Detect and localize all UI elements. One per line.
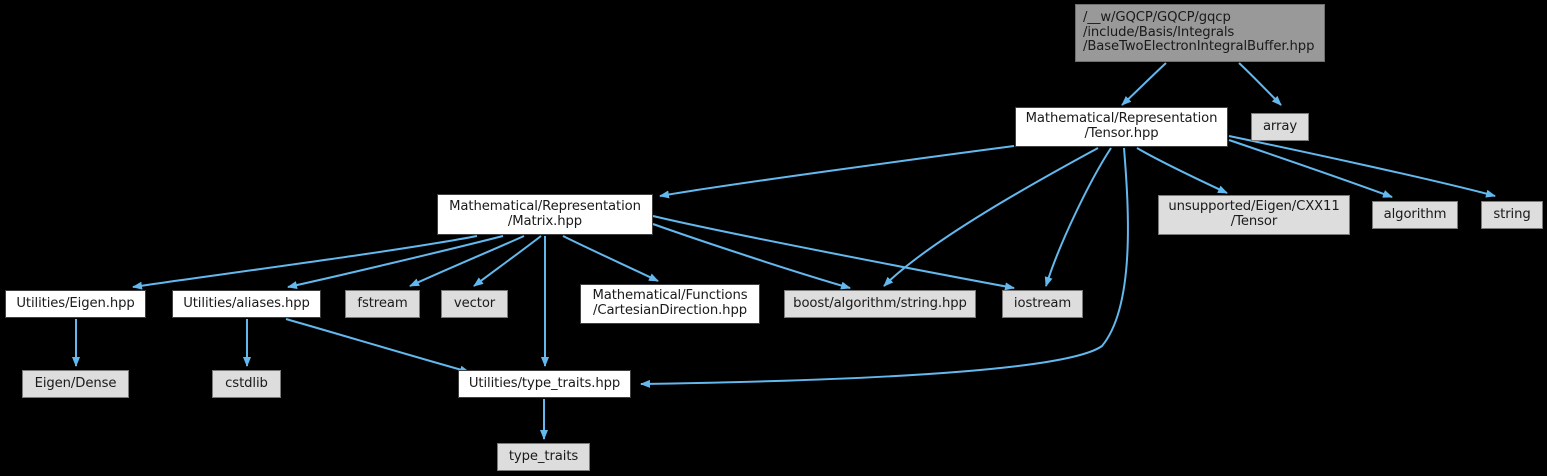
edge-matrix_hpp-to-utilities_aliases_hpp xyxy=(287,235,504,289)
graph-node-label: fstream xyxy=(357,295,408,311)
edge-matrix_hpp-to-boost_string_hpp xyxy=(652,223,851,290)
graph-node-root[interactable]: /__w/GQCP/GQCP/gqcp /include/Basis/Integ… xyxy=(1075,4,1325,62)
graph-node-vector[interactable]: vector xyxy=(441,290,508,318)
graph-node-fstream[interactable]: fstream xyxy=(345,290,420,318)
graph-node-label: iostream xyxy=(1013,295,1072,311)
edge-tensor_hpp-to-type_traits_hpp xyxy=(640,147,1129,388)
graph-node-label: Mathematical/Functions /CartesianDirecti… xyxy=(592,288,748,318)
graph-node-label: string xyxy=(1493,206,1531,222)
graph-node-label: /__w/GQCP/GQCP/gqcp /include/Basis/Integ… xyxy=(1083,9,1315,55)
edge-root-to-array xyxy=(1238,62,1282,106)
graph-node-label: vector xyxy=(453,295,496,311)
graph-node-matrix_hpp[interactable]: Mathematical/Representation /Matrix.hpp xyxy=(437,194,653,235)
edge-matrix_hpp-to-iostream xyxy=(652,215,1015,291)
edge-matrix_hpp-to-fstream xyxy=(409,235,525,287)
graph-node-type_traits[interactable]: type_traits xyxy=(497,443,590,471)
graph-node-label: boost/algorithm/string.hpp xyxy=(793,295,967,311)
graph-node-label: type_traits xyxy=(508,448,579,464)
graph-node-label: Mathematical/Representation /Matrix.hpp xyxy=(449,198,641,229)
graph-node-label: cstdlib xyxy=(225,375,268,391)
graph-node-label: unsupported/Eigen/CXX11 /Tensor xyxy=(1168,199,1340,229)
graph-node-iostream[interactable]: iostream xyxy=(1002,290,1083,318)
graph-node-type_traits_hpp[interactable]: Utilities/type_traits.hpp xyxy=(458,370,631,398)
graph-node-boost_string_hpp[interactable]: boost/algorithm/string.hpp xyxy=(784,290,976,318)
graph-node-eigen_cxx11_tensor[interactable]: unsupported/Eigen/CXX11 /Tensor xyxy=(1158,195,1350,235)
graph-node-utilities_eigen_hpp[interactable]: Utilities/Eigen.hpp xyxy=(5,290,146,318)
edge-tensor_hpp-to-algorithm xyxy=(1228,139,1393,198)
edge-tensor_hpp-to-boost_string_hpp xyxy=(883,147,1099,287)
edge-matrix_hpp-to-vector xyxy=(473,235,542,287)
graph-node-utilities_aliases_hpp[interactable]: Utilities/aliases.hpp xyxy=(172,290,321,318)
edge-tensor_hpp-to-matrix_hpp xyxy=(659,145,1015,199)
edge-tensor_hpp-to-eigen_cxx11_tensor xyxy=(1136,147,1228,194)
edge-matrix_hpp-to-utilities_eigen_hpp xyxy=(132,235,478,290)
edge-tensor_hpp-to-string xyxy=(1228,135,1496,198)
graph-node-label: algorithm xyxy=(1383,206,1447,222)
edge-matrix_hpp-to-cartesian_direction_hpp xyxy=(562,235,659,282)
edge-root-to-tensor_hpp xyxy=(1121,62,1167,106)
edge-tensor_hpp-to-iostream xyxy=(1044,147,1112,287)
graph-node-array[interactable]: array xyxy=(1251,113,1309,141)
graph-node-label: Utilities/Eigen.hpp xyxy=(16,295,135,311)
graph-node-label: Mathematical/Representation /Tensor.hpp xyxy=(1025,111,1218,141)
graph-node-label: array xyxy=(1262,118,1298,134)
graph-node-cstdlib[interactable]: cstdlib xyxy=(212,370,281,398)
graph-node-algorithm[interactable]: algorithm xyxy=(1372,201,1458,229)
graph-node-eigen_dense[interactable]: Eigen/Dense xyxy=(22,370,129,398)
edge-layer xyxy=(72,62,1496,440)
graph-node-tensor_hpp[interactable]: Mathematical/Representation /Tensor.hpp xyxy=(1015,107,1228,147)
graph-node-label: Eigen/Dense xyxy=(34,375,117,391)
graph-node-string[interactable]: string xyxy=(1481,201,1543,229)
graph-node-cartesian_direction_hpp[interactable]: Mathematical/Functions /CartesianDirecti… xyxy=(580,284,760,324)
edge-utilities_aliases_hpp-to-type_traits_hpp xyxy=(285,318,470,374)
graph-node-label: Utilities/type_traits.hpp xyxy=(468,375,621,391)
graph-node-label: Utilities/aliases.hpp xyxy=(183,295,310,311)
